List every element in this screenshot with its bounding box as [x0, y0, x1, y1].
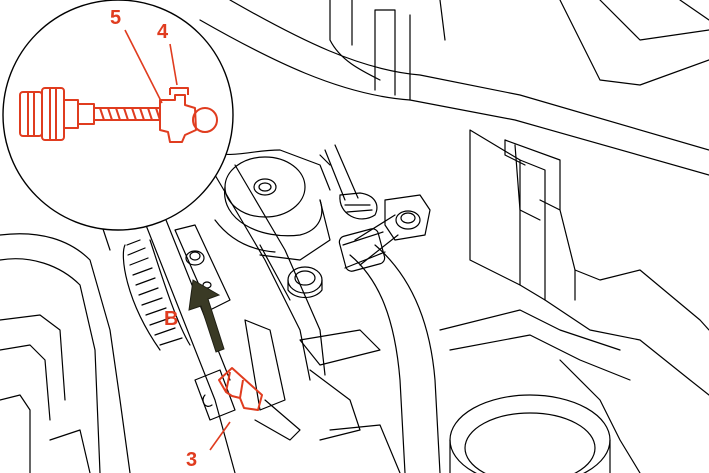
- leader-4: [169, 43, 178, 86]
- coil-spring: [122, 239, 191, 351]
- filler-cap: [287, 266, 323, 299]
- callout-3: 3: [186, 449, 198, 471]
- upper-housing: [204, 149, 331, 261]
- callout-b: B: [164, 308, 179, 330]
- upper-frame-lines: [199, 0, 709, 176]
- hose: [338, 214, 441, 473]
- bolt-flange: [384, 194, 431, 241]
- part-3-bracket: [218, 367, 263, 411]
- lower-structure: [299, 309, 641, 473]
- callout-4: 4: [157, 21, 169, 43]
- direction-arrow: [188, 279, 225, 353]
- leader-3: [209, 421, 231, 451]
- lower-clip: [194, 319, 301, 441]
- right-bracket: [469, 129, 709, 396]
- callout-5: 5: [110, 7, 122, 29]
- bowl: [449, 394, 611, 473]
- leader-5: [124, 29, 163, 104]
- inset-parts: [19, 87, 218, 143]
- left-body: [0, 209, 131, 473]
- cable: [319, 144, 378, 220]
